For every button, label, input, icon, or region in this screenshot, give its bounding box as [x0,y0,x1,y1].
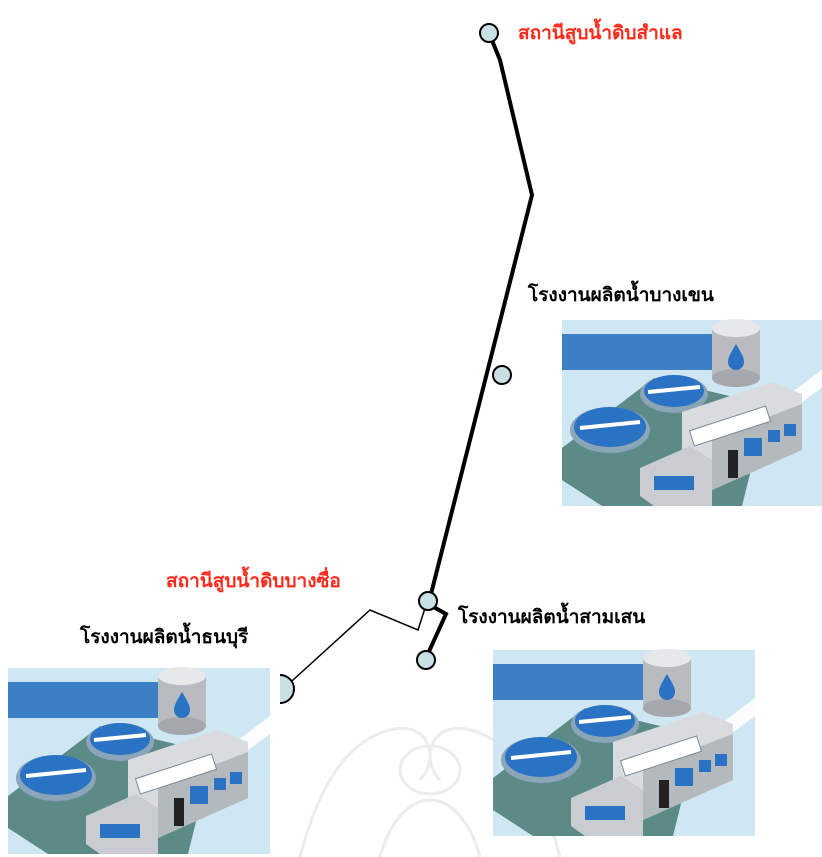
pipeline-to-thonburi [281,604,427,691]
sam-sen-plant-label: โรงงานผลิตน้ำสามเสน [458,606,646,628]
thonburi-inlet-node [279,674,295,704]
bang-sue-station-node [418,591,438,611]
plant-sam-sen-illustration [491,647,757,838]
plant-thonburi-illustration [6,665,272,856]
samlae-station-label: สถานีสูบน้ำดิบสำแล [518,22,683,44]
bang-khen-junction-node [492,365,512,385]
bang-khen-plant-label: โรงงานผลิตน้ำบางเขน [528,284,714,306]
thonburi-plant-label: โรงงานผลิตน้ำธนบุรี [80,626,249,648]
plant-bang-khen-illustration [560,317,822,508]
sam-sen-plant-node [416,650,436,670]
pipeline-samlae-to-bangsue [428,32,535,599]
samlae-station-node [479,23,499,43]
bang-sue-station-label: สถานีสูบน้ำดิบบางซื่อ [166,570,341,592]
pipeline-to-samsen [424,603,449,659]
